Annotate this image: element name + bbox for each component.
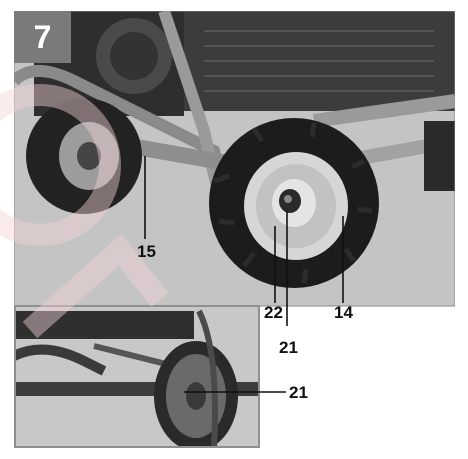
callout-label-21-top: 21 [279, 338, 298, 357]
callout-label-21-inset: 21 [289, 383, 308, 402]
callout-label-15: 15 [137, 242, 156, 261]
manual-figure: 7 15 22 21 14 21 [14, 11, 455, 448]
callout-label-22: 22 [264, 303, 283, 322]
generator-photo [14, 11, 455, 448]
callout-label-14: 14 [334, 303, 353, 322]
step-number-badge: 7 [14, 11, 71, 63]
